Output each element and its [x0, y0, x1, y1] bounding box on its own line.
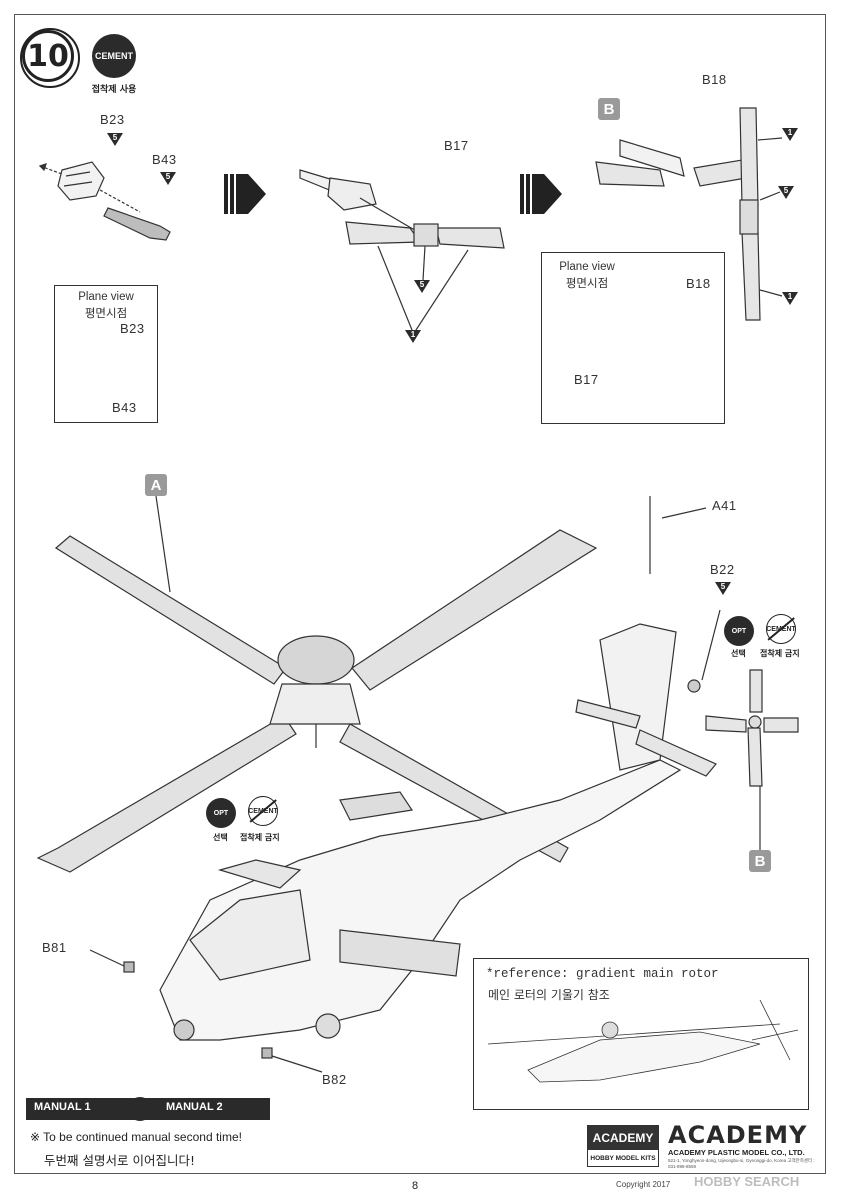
qty-marker: 1: [782, 292, 798, 305]
tail-rotor-drawing: [649, 496, 799, 850]
opt-icon: OPT: [724, 616, 754, 646]
part-label-b22: B22: [710, 562, 735, 577]
page-number: 8: [412, 1180, 419, 1192]
qty-marker: 5: [107, 133, 123, 146]
plane-view-title: Plane view: [559, 261, 615, 273]
plane-view-title: Plane view: [78, 291, 134, 303]
watermark: HOBBY SEARCH: [694, 1174, 800, 1189]
plane-view-title-kr: 평면시점: [565, 278, 609, 290]
fuselage-drawing: [89, 623, 717, 1073]
page-frame: [14, 14, 826, 1174]
part-label-b23: B23: [120, 321, 145, 336]
opt-kr-label: 선택: [213, 833, 228, 842]
rotor-b17-drawing: [299, 169, 505, 331]
reference-drawing: [487, 999, 799, 1083]
part-label-a41: A41: [712, 498, 737, 513]
part-label-b81: B81: [42, 940, 67, 955]
reference-title-kr: 메인 로터의 기울기 참조: [488, 988, 610, 1002]
cement-icon: CEMENT: [92, 34, 136, 78]
continue-note: ※ To be continued manual second time!: [30, 1130, 242, 1144]
qty-marker: 5: [160, 172, 176, 185]
plane-view-title-kr: 평면시점: [84, 308, 128, 320]
hobby-kits-logo: ACADEMY HOBBY MODEL KITS: [587, 1125, 659, 1167]
manual-1-label: MANUAL 1: [34, 1101, 91, 1113]
letter-badge-b: B: [749, 850, 771, 872]
qty-marker: 5: [414, 280, 430, 293]
academy-logo: ACADEMY: [668, 1121, 808, 1149]
no-cement-icon: CEMENT: [248, 796, 278, 826]
company-address: 521-1, Yonghyeon-dong, Uijeongbu-si, Gye…: [668, 1158, 815, 1169]
part-label-b17: B17: [444, 138, 469, 153]
reference-box: *reference: gradient main rotor 메인 로터의 기…: [473, 958, 809, 1110]
plane-view-box-rotor: Plane view 평면시점: [541, 252, 725, 424]
part-label-b17: B17: [574, 372, 599, 387]
part-label-b82: B82: [322, 1072, 347, 1087]
company-name: ACADEMY PLASTIC MODEL CO., LTD.: [668, 1148, 805, 1157]
qty-marker: 5: [778, 186, 794, 199]
copyright-text: Copyright 2017: [616, 1180, 671, 1189]
hobby-kits-logo-bottom: HOBBY MODEL KITS: [590, 1154, 656, 1162]
hobby-kits-logo-top: ACADEMY: [588, 1126, 658, 1150]
part-label-b43: B43: [152, 152, 177, 167]
plane-view-box-hub: Plane view 평면시점: [54, 285, 158, 423]
letter-badge-a: A: [145, 474, 167, 496]
letter-badge-b: B: [598, 98, 620, 120]
manual-2-label: MANUAL 2: [166, 1101, 223, 1113]
step-number: 10: [20, 28, 80, 88]
cement-kr-label: 접착제 사용: [91, 85, 137, 95]
part-label-b23: B23: [100, 112, 125, 127]
no-cement-kr-label: 접착제 금지: [760, 649, 800, 658]
shaft-part-drawing: [103, 207, 171, 241]
no-cement-icon: CEMENT: [766, 614, 796, 644]
manual-bar: MANUAL 1 MANUAL 2: [26, 1098, 270, 1120]
reference-title: *reference: gradient main rotor: [486, 967, 719, 981]
qty-marker: 1: [782, 128, 798, 141]
opt-kr-label: 선택: [731, 649, 746, 658]
step-arrow-icon: [224, 174, 562, 214]
continue-note-kr: 두번째 설명서로 이어집니다!: [44, 1153, 195, 1168]
opt-icon: OPT: [206, 798, 236, 828]
hub-part-drawing: [38, 161, 141, 213]
rotor-b18-drawing: [595, 107, 783, 321]
qty-marker: 5: [715, 582, 731, 595]
part-label-b18: B18: [686, 276, 711, 291]
qty-marker: 1: [405, 330, 421, 343]
part-label-b43: B43: [112, 400, 137, 415]
part-label-b18: B18: [702, 72, 727, 87]
no-cement-kr-label: 접착제 금지: [240, 833, 280, 842]
